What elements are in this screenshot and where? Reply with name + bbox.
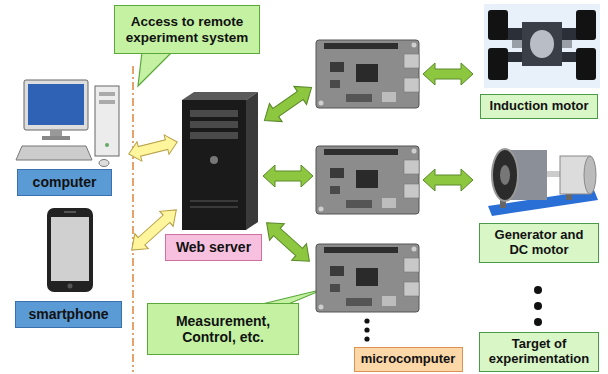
computer-icon [99,100,115,104]
server-icon [190,132,238,139]
computer-icon [24,80,88,130]
generator-image [492,149,518,201]
generator-image [500,165,510,185]
computer-icon [16,146,92,160]
target-box: Target of experimentation [479,332,599,372]
ellipsis-dots [534,286,542,326]
ellipsis-dots [364,318,369,341]
double-arrow [126,132,179,164]
ellipsis-dots [364,336,369,341]
node-text: Web server [176,239,251,255]
server-icon [190,110,238,117]
label-box: smartphone [15,301,122,328]
server-icon [190,206,238,208]
server-icon [190,121,238,128]
double-arrow [259,215,316,270]
induction-motor-image [530,30,554,58]
board-image [316,244,419,312]
induction-motor-image [512,40,522,48]
ellipsis-dots [534,286,542,294]
computer-icon [99,160,109,167]
board-image [316,40,419,108]
generator-image [547,171,561,177]
smartphone-icon [47,208,93,292]
smartphone-icon [64,211,76,213]
node-text: computer [33,174,97,190]
ellipsis-dots [364,327,369,332]
target-box: Induction motor [480,94,598,119]
server-icon [210,156,218,164]
server-icon [182,100,246,230]
smartphone-icon [68,284,73,289]
server-icon [246,92,258,230]
node-text: microcomputer [361,352,456,367]
ellipsis-dots [534,318,542,326]
induction-motor-image [484,4,600,88]
smartphone-icon [51,217,89,281]
induction-motor-image [488,48,508,80]
ellipsis-dots [364,318,369,323]
double-arrow [258,78,318,129]
induction-motor-image [488,10,508,40]
induction-motor-image [576,48,596,80]
server-icon [190,200,238,202]
node-text: Induction motor [490,99,589,114]
boundary-line [132,66,134,372]
computer-icon [99,92,115,96]
callout-box: Access to remote experiment system [114,5,260,54]
server-icon [182,92,258,100]
node-text: Measurement, Control, etc. [153,313,293,345]
computer-icon [28,84,84,125]
label-box: Web server [165,234,262,261]
smartphone-icon [47,208,93,292]
target-box: Generator and DC motor [479,223,599,263]
induction-motor-image [576,10,596,40]
double-arrow [263,165,313,187]
computer-icon [16,80,119,167]
computer-icon [105,143,109,147]
label-box: computer [17,169,112,196]
induction-motor-image [484,4,600,88]
board-image [316,146,419,214]
ellipsis-dots [534,302,542,310]
computer-icon [50,130,62,136]
double-arrow [423,63,473,85]
label-box: microcomputer [354,347,463,372]
generator-image [488,149,598,216]
node-text: Target of experimentation [485,337,593,367]
server-icon [182,92,258,230]
computer-icon [95,86,119,156]
node-text: smartphone [28,306,108,322]
node-text: Access to remote experiment system [120,14,254,45]
double-arrow [423,169,473,191]
node-text: Generator and DC motor [485,228,593,258]
callout-box: Measurement, Control, etc. [147,303,299,355]
induction-motor-image [522,22,562,66]
callout-tail [138,52,172,86]
computer-icon [42,136,70,140]
generator-image [584,156,596,194]
induction-motor-image [562,40,572,48]
